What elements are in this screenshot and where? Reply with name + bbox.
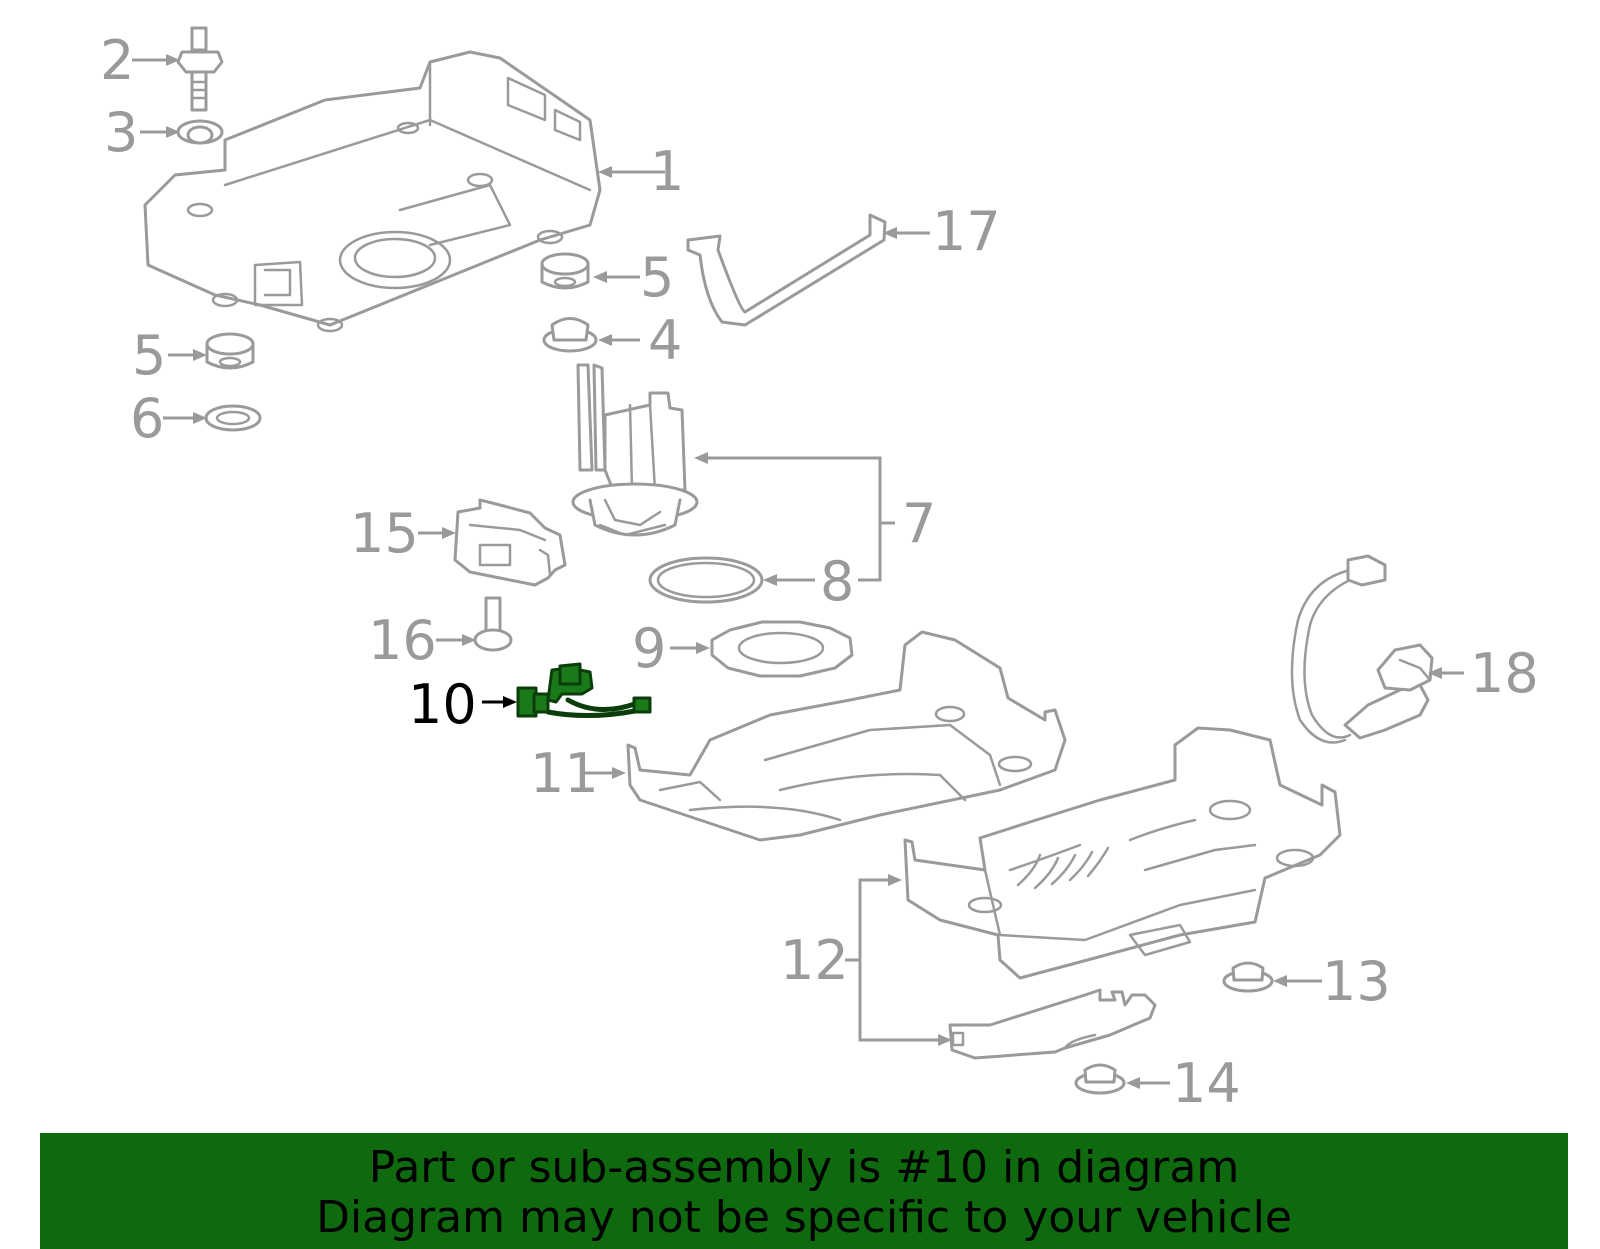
part-2-stud-bolt[interactable]	[176, 26, 224, 112]
part-18-sensor[interactable]	[1290, 554, 1434, 744]
info-banner: Part or sub-assembly is #10 in diagram D…	[40, 1133, 1568, 1249]
callout-12: 12	[780, 929, 849, 992]
part-8-gasket[interactable]	[648, 556, 764, 604]
part-12-bracket[interactable]	[948, 988, 1157, 1060]
callout-15: 15	[350, 502, 419, 565]
part-5-insulator-left[interactable]	[205, 332, 255, 370]
callout-5-left: 5	[132, 324, 166, 387]
callout-4: 4	[648, 309, 682, 372]
part-13-nut[interactable]	[1222, 961, 1274, 993]
leader-lines	[132, 54, 1464, 1089]
callout-16: 16	[368, 609, 437, 672]
callout-13: 13	[1322, 950, 1391, 1013]
callout-11: 11	[530, 742, 599, 805]
part-1-fuel-tank[interactable]	[143, 50, 602, 333]
part-12-lower-protector[interactable]	[903, 726, 1342, 980]
part-3-washer[interactable]	[176, 119, 224, 145]
callout-8: 8	[820, 550, 854, 613]
part-15-controller[interactable]	[453, 498, 567, 587]
callout-labels: 2 3 1 17 5 4 5 6 7 15 8 16 9 18 10 11 12…	[100, 29, 1539, 1115]
part-7-fuel-pump-module[interactable]	[571, 363, 699, 537]
callout-7: 7	[902, 492, 936, 555]
callout-10: 10	[408, 673, 477, 736]
part-6-o-ring[interactable]	[204, 404, 262, 432]
callout-6: 6	[130, 387, 164, 450]
callout-18: 18	[1470, 642, 1539, 705]
part-11-protector[interactable]	[626, 630, 1067, 842]
part-4-grommet[interactable]	[542, 317, 598, 353]
callout-1: 1	[650, 140, 684, 203]
banner-line-2: Diagram may not be specific to your vehi…	[316, 1192, 1292, 1243]
callout-3: 3	[104, 101, 138, 164]
callout-17: 17	[932, 200, 1001, 263]
banner-line-1: Part or sub-assembly is #10 in diagram	[368, 1142, 1240, 1193]
part-9-retainer-ring[interactable]	[710, 620, 854, 678]
callout-5-right: 5	[640, 246, 674, 309]
part-10-wire-harness[interactable]	[516, 662, 652, 719]
part-14-nut[interactable]	[1074, 1063, 1126, 1095]
callout-2: 2	[100, 29, 134, 92]
part-16-bolt[interactable]	[473, 596, 513, 652]
callout-9: 9	[632, 617, 666, 680]
part-5-insulator-right[interactable]	[540, 252, 590, 290]
part-17-strap[interactable]	[686, 213, 887, 327]
callout-14: 14	[1172, 1052, 1241, 1115]
